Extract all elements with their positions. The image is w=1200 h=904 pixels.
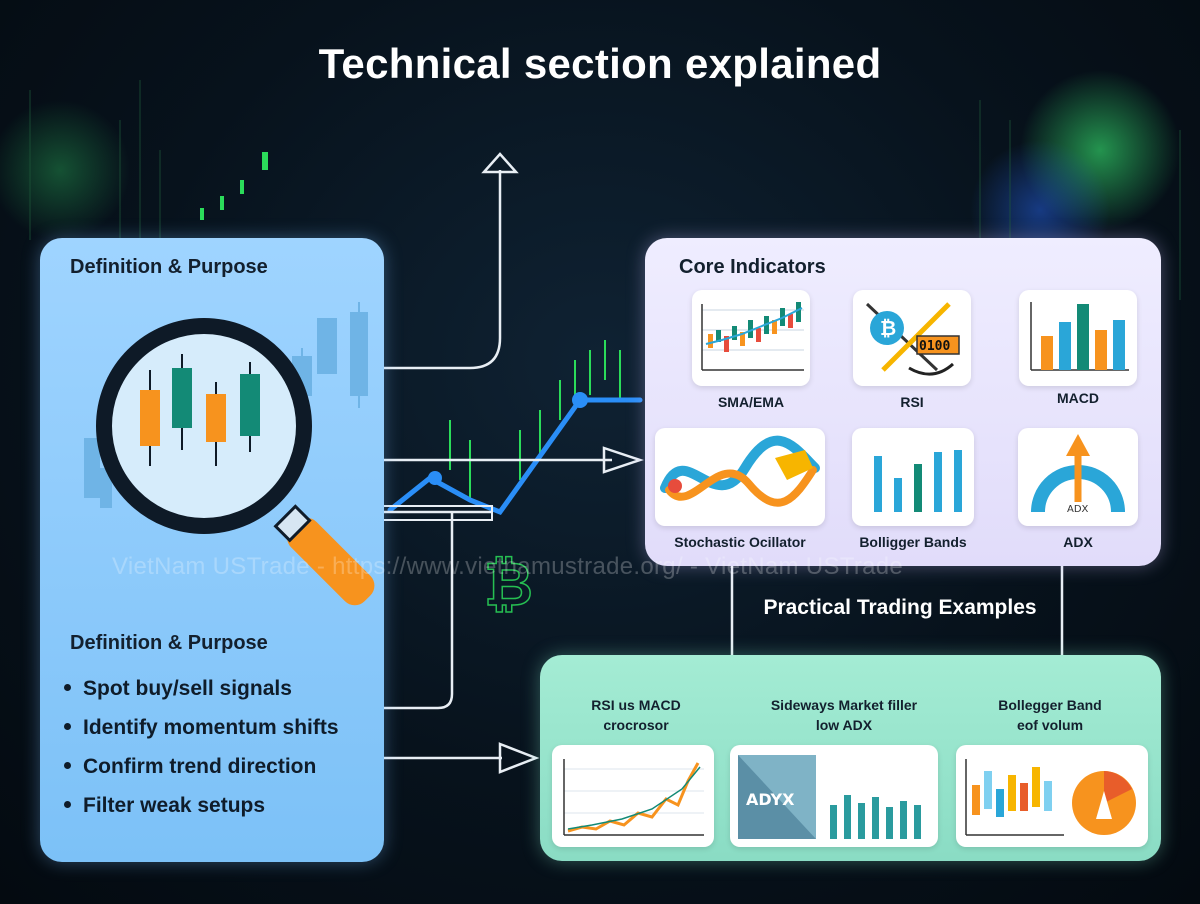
macd-label: MACD [1057, 390, 1099, 406]
adx-label: ADX [1063, 534, 1093, 550]
magnifying-glass-candlestick-icon [84, 302, 375, 606]
practical-examples-card: RSI us MACD crocrosor Sideways Market fi… [540, 655, 1161, 861]
definition-top-heading: Definition & Purpose [70, 256, 268, 278]
bullet-item: Confirm trend direction [64, 752, 339, 791]
adx-gauge-text: ADX [1067, 504, 1089, 515]
practical-examples-heading: Practical Trading Examples [763, 596, 1037, 619]
bullet-dot-icon [64, 722, 71, 730]
bullet-item: Filter weak setups [64, 791, 339, 830]
bollinger-bands-label: Bolligger Bands [859, 534, 967, 550]
bollinger-bands-tile[interactable] [852, 428, 974, 526]
purpose-bullet-list: Spot buy/sell signals Identify momentum … [64, 674, 339, 830]
definition-heading: Definition & Purpose [70, 632, 268, 654]
volume-pie-icon [965, 759, 1136, 836]
line-chart-icon [563, 759, 704, 836]
stochastic-tile[interactable] [655, 428, 825, 526]
bullet-item: Identify momentum shifts [64, 713, 339, 752]
stochastic-wave-icon [660, 435, 820, 507]
page-title: Technical section explained [318, 40, 882, 87]
example-2-title: Sideways Market filler low ADX [770, 697, 918, 733]
sideways-market-example-tile[interactable]: ADYX [730, 745, 938, 847]
rsi-macd-example-tile[interactable] [552, 745, 714, 847]
adx-tile-text: ADYX [746, 790, 795, 809]
sma-ema-tile[interactable] [692, 290, 810, 386]
bullet-dot-icon [64, 800, 71, 808]
rsi-value-text: 0100 [919, 339, 950, 354]
macd-tile[interactable] [1019, 290, 1137, 386]
svg-text:₿: ₿ [484, 550, 533, 620]
bollinger-volume-example-tile[interactable] [956, 745, 1148, 847]
definition-purpose-card: Definition & Purpose Definition & Purpos… [40, 238, 384, 862]
stochastic-label: Stochastic Ocillator [674, 534, 806, 550]
bands-bar-icon [874, 450, 962, 512]
rsi-label: RSI [900, 394, 924, 410]
adx-bar-icon: ADYX [738, 755, 921, 839]
core-indicators-card: Core Indicators SMA/EMA ₿ [645, 238, 1161, 566]
svg-text:₿: ₿ [880, 316, 896, 340]
adx-gauge-icon: ADX [1031, 434, 1125, 515]
bullet-dot-icon [64, 761, 71, 769]
example-1-title: RSI us MACD crocrosor [591, 697, 681, 733]
bitcoin-rsi-icon: ₿ 0100 [865, 302, 960, 376]
bullet-item: Spot buy/sell signals [64, 674, 339, 713]
watermark-text: VietNam USTrade - https://www.vietnamust… [112, 553, 904, 580]
adx-tile[interactable]: ADX [1018, 428, 1138, 526]
bullet-dot-icon [64, 683, 71, 691]
candlestick-chart-icon [701, 302, 804, 371]
core-indicators-heading: Core Indicators [679, 256, 826, 278]
bar-chart-icon [1030, 302, 1129, 371]
rsi-tile[interactable]: ₿ 0100 [853, 290, 971, 386]
example-3-title: Bollegger Band eof volum [998, 697, 1102, 733]
sma-ema-label: SMA/EMA [717, 394, 785, 410]
